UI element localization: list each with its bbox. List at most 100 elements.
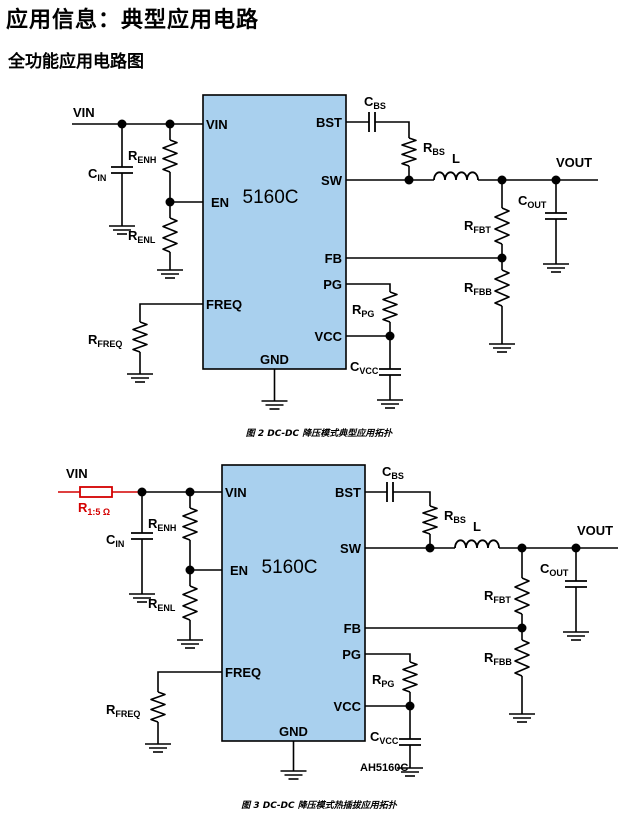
inductor-label: L — [452, 151, 460, 166]
cvcc-label-subscript: VCC — [379, 736, 399, 746]
cvcc-label: CVCC — [370, 729, 399, 746]
pin-label-fb: FB — [325, 251, 342, 266]
rfbt-label-subscript: FBT — [493, 595, 511, 605]
renl-label-subscript: ENL — [157, 603, 176, 613]
rfbb-resistor — [514, 639, 530, 677]
cin-label: CIN — [88, 166, 106, 183]
ground-icon — [280, 770, 307, 780]
rpg-label-subscript: PG — [361, 309, 374, 319]
rfbb-label: RFBB — [464, 280, 492, 297]
cin-label: CIN — [106, 532, 124, 549]
ic-chip-label: 5160C — [262, 557, 318, 578]
cbs-label: CBS — [382, 464, 404, 481]
rfreq-label-subscript: FREQ — [97, 339, 122, 349]
cin-capacitor — [131, 532, 153, 540]
figure-hot-plug-application: 5160C VIN EN FREQ GND BST SW FB PG VCC VIN R1:5 Ω CI… — [58, 464, 618, 811]
inductor-coil — [433, 171, 479, 181]
pin-label-vin: VIN — [206, 117, 228, 132]
renh-label: RENH — [148, 516, 176, 533]
rbs-label-subscript: BS — [453, 515, 466, 525]
wire-cbs-rbs — [393, 491, 431, 506]
wire-pg — [346, 283, 391, 292]
junction-dot — [404, 175, 414, 185]
renh-resistor — [162, 139, 178, 173]
pin-label-en: EN — [230, 563, 248, 578]
wire-freq — [157, 671, 222, 692]
ground-icon — [543, 263, 569, 273]
renh-label: RENH — [128, 148, 156, 165]
renl-label-subscript: ENL — [137, 235, 156, 245]
cout-label: COUT — [518, 193, 547, 210]
rfbt-resistor — [494, 207, 510, 245]
inductor-coil — [454, 539, 500, 549]
ground-icon — [489, 343, 515, 353]
ic-chip-body — [202, 94, 347, 370]
rfbb-label: RFBB — [484, 650, 512, 667]
ground-icon — [145, 743, 171, 753]
wire-freq — [139, 303, 203, 322]
cout-label-subscript: OUT — [527, 200, 547, 210]
rpg-label: RPG — [372, 672, 394, 689]
rpg-resistor — [402, 661, 418, 693]
cbs-label-subscript: BS — [373, 101, 386, 111]
pin-label-vin: VIN — [225, 485, 247, 500]
rpg-label-subscript: PG — [381, 679, 394, 689]
pin-label-gnd: GND — [260, 352, 289, 367]
pin-label-freq: FREQ — [225, 665, 261, 680]
wire-pg — [365, 653, 411, 662]
cout-capacitor — [565, 580, 587, 588]
ground-icon — [109, 225, 135, 235]
cvcc-label-subscript: VCC — [359, 366, 379, 376]
ic-chip-label: 5160C — [243, 187, 299, 208]
pin-label-pg: PG — [323, 277, 342, 292]
figure-caption: 图 3 DC-DC 降压模式热插拔应用拓扑 — [241, 800, 398, 811]
renh-label-subscript: ENH — [137, 155, 156, 165]
rbs-resistor — [422, 505, 438, 535]
pin-label-en: EN — [211, 195, 229, 210]
cin-label-subscript: IN — [115, 539, 124, 549]
ground-icon — [129, 593, 155, 603]
cvcc-capacitor — [399, 738, 421, 746]
ground-icon — [377, 399, 403, 409]
section-heading: 全功能应用电路图 — [8, 52, 144, 72]
pin-label-gnd: GND — [279, 724, 308, 739]
ic-chip-body — [221, 464, 366, 742]
pin-label-pg: PG — [342, 647, 361, 662]
renl-label: RENL — [148, 596, 176, 613]
rfbt-label: RFBT — [484, 588, 511, 605]
rfbt-resistor — [514, 577, 530, 615]
rfbt-label-subscript: FBT — [473, 225, 491, 235]
rfreq-label: RFREQ — [106, 702, 140, 719]
renl-resistor — [182, 585, 198, 621]
cin-label-subscript: IN — [97, 173, 106, 183]
rfreq-resistor — [132, 321, 148, 353]
rpg-resistor — [382, 291, 398, 323]
cout-capacitor — [545, 212, 567, 220]
rbs-label: RBS — [444, 508, 466, 525]
renl-resistor — [162, 217, 178, 253]
pin-label-bst: BST — [335, 485, 361, 500]
pin-label-fb: FB — [344, 621, 361, 636]
inductor-label: L — [473, 519, 481, 534]
ground-icon — [127, 373, 153, 383]
vin-label: VIN — [66, 466, 88, 481]
figure-caption: 图 2 DC-DC 降压模式典型应用拓扑 — [246, 428, 394, 439]
ground-icon — [509, 713, 535, 723]
page-title: 应用信息：典型应用电路 — [6, 8, 260, 33]
cout-label-subscript: OUT — [549, 568, 569, 578]
cbs-label-subscript: BS — [391, 471, 404, 481]
rbs-label: RBS — [423, 140, 445, 157]
cout-label: COUT — [540, 561, 569, 578]
renh-resistor — [182, 507, 198, 541]
pin-label-sw: SW — [340, 541, 362, 556]
rfreq-label-subscript: FREQ — [115, 709, 140, 719]
r1-label: R1:5 Ω — [78, 500, 110, 517]
vout-label: VOUT — [556, 155, 592, 170]
ground-icon — [397, 767, 423, 777]
junction-dot — [425, 543, 435, 553]
rfbb-resistor — [494, 269, 510, 307]
rfbb-label-subscript: FBB — [473, 287, 492, 297]
ground-icon — [563, 631, 589, 641]
cvcc-label: CVCC — [350, 359, 379, 376]
